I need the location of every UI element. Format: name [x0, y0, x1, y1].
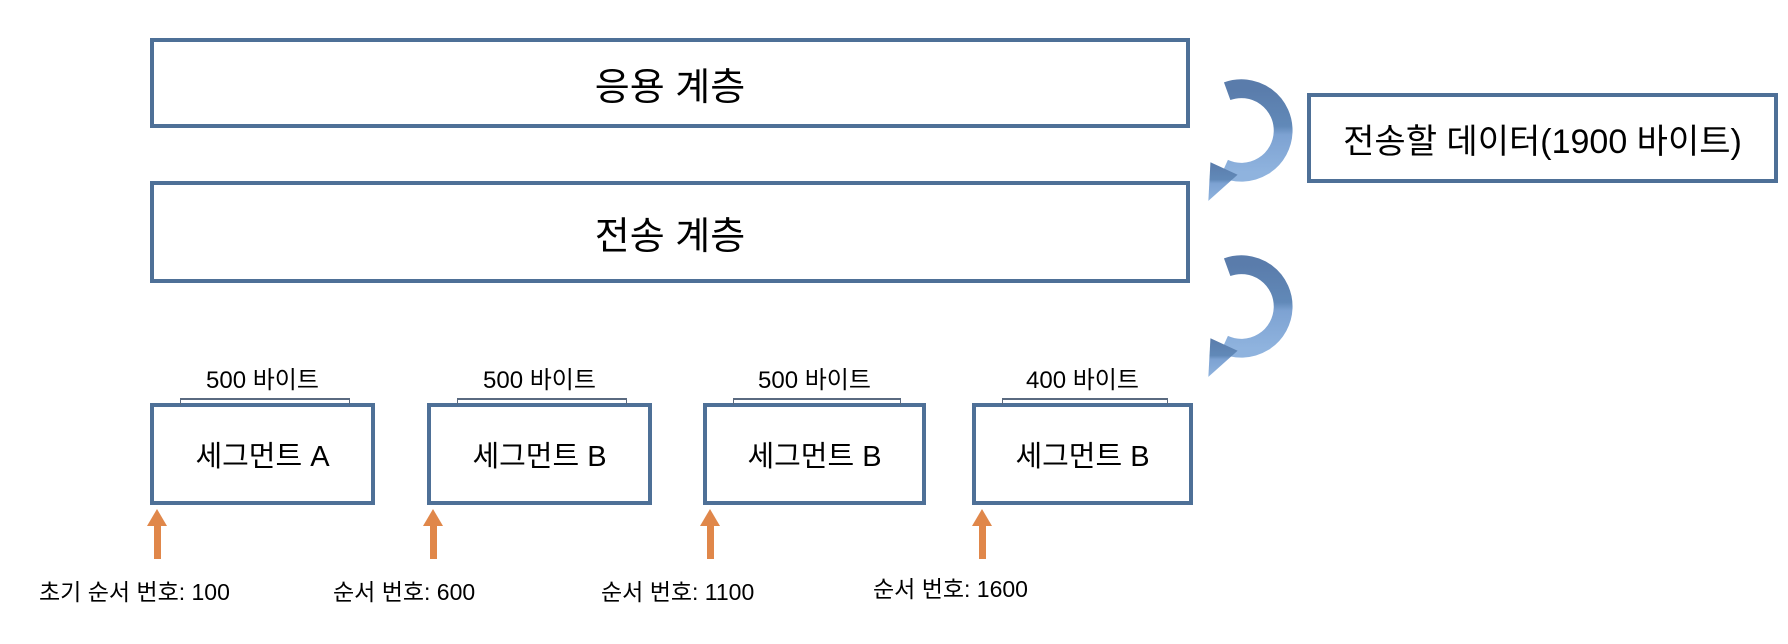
segment-size-label: 500 바이트 [483, 367, 596, 394]
sequence-number-label: 순서 번호: 1100 [601, 579, 755, 605]
transport-layer-label: 전송 계층 [594, 215, 746, 258]
up-arrow-icon [972, 509, 992, 561]
width-bracket [457, 398, 627, 405]
up-arrow-icon [423, 509, 443, 561]
segment-size-label: 500 바이트 [206, 367, 319, 394]
segment-name-label: 세그먼트 B [747, 441, 882, 473]
application-layer-box: 응용 계층 [150, 38, 1190, 128]
data-to-send-label: 전송할 데이터(1900 바이트) [1343, 122, 1742, 161]
sequence-number-label: 초기 순서 번호: 100 [39, 579, 230, 605]
segment-box-a: 세그먼트 A [150, 398, 375, 505]
curved-arrow-icon [1208, 79, 1293, 201]
segment-name-label: 세그먼트 B [472, 441, 607, 473]
width-bracket [180, 398, 350, 405]
segment-box-b2: 세그먼트 B [703, 398, 926, 505]
data-to-send-box: 전송할 데이터(1900 바이트) [1307, 93, 1778, 183]
segment-box-b1: 세그먼트 B [427, 398, 652, 505]
segment-size-label: 400 바이트 [1026, 367, 1139, 394]
application-layer-label: 응용 계층 [594, 66, 746, 109]
transport-layer-box: 전송 계층 [150, 181, 1190, 283]
segment-name-label: 세그먼트 A [195, 441, 330, 473]
segment-size-label: 500 바이트 [758, 367, 871, 394]
width-bracket [1002, 398, 1168, 405]
sequence-number-label: 순서 번호: 600 [333, 579, 476, 605]
segment-name-label: 세그먼트 B [1015, 441, 1150, 473]
curved-arrow-icon [1208, 255, 1293, 377]
up-arrow-icon [700, 509, 720, 561]
width-bracket [733, 398, 901, 405]
up-arrow-icon [147, 509, 167, 561]
sequence-number-label: 순서 번호: 1600 [873, 576, 1028, 602]
segment-box-b3: 세그먼트 B [972, 398, 1193, 505]
